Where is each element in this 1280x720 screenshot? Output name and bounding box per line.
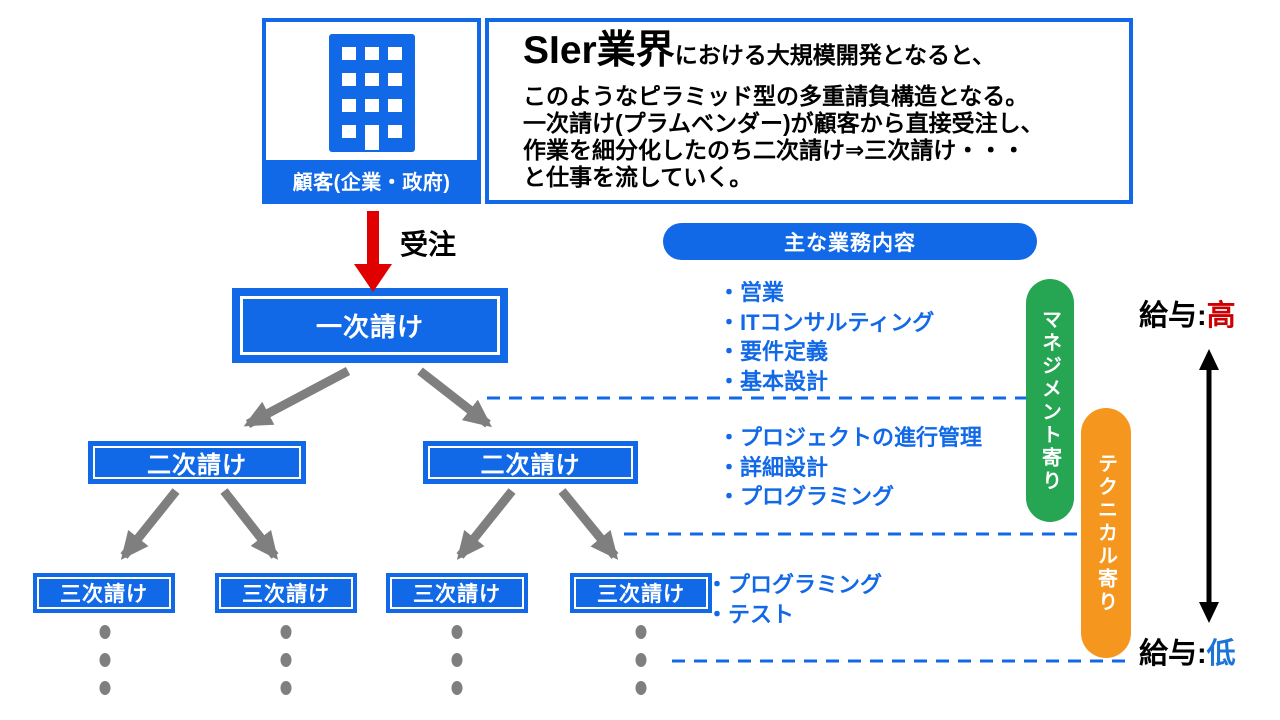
tier3-box-4: 三次請け	[570, 573, 712, 613]
task-item: ・基本設計	[718, 368, 829, 394]
task-item: ・プログラミング	[718, 484, 895, 509]
tier3-label-2: 三次請け	[219, 577, 353, 609]
tree-arrow	[456, 488, 516, 560]
task-item: ・詳細設計	[718, 454, 829, 480]
task-group-tier3: ・プログラミング ・テスト	[706, 570, 882, 629]
task-item: ・営業	[718, 280, 785, 305]
tree-arrow	[558, 488, 619, 560]
salary-high-label: 給与:高	[1139, 292, 1236, 334]
description-headline-suffix: における大規模開発となると、	[674, 42, 996, 68]
description-line-3: 一次請け(プラムベンダー)が顧客から直接受注し、	[523, 110, 1044, 136]
tree-arrow	[120, 488, 180, 560]
task-item: ・要件定義	[718, 339, 829, 364]
building-icon	[266, 34, 477, 152]
salary-high-prefix: 給与:	[1139, 300, 1207, 332]
tree-arrow	[417, 367, 492, 428]
description-line-4: 作業を細分化したのち二次請け⇒三次請け・・・	[523, 137, 1026, 163]
tasks-header-pill: 主な業務内容	[663, 223, 1037, 260]
tier3-box-1: 三次請け	[33, 573, 175, 613]
tier2-box-1: 二次請け	[88, 441, 306, 484]
order-label: 受注	[400, 229, 457, 260]
tier3-label-4: 三次請け	[574, 577, 708, 609]
description-line-2: このようなピラミッド型の多重請負構造となる。	[523, 83, 1029, 109]
task-item: ・テスト	[706, 601, 795, 627]
task-item: ・プログラミング	[706, 572, 883, 597]
tier1-box: 一次請け	[232, 288, 508, 363]
description-box: SIer業界における大規模開発となると、 このようなピラミッド型の多重請負構造と…	[485, 18, 1133, 204]
tree-arrow	[243, 367, 351, 428]
salary-low-label: 給与:低	[1139, 630, 1236, 672]
tier2-label-1: 二次請け	[93, 446, 301, 479]
customer-box: 顧客(企業・政府)	[262, 18, 481, 204]
ellipsis-dots	[99, 625, 647, 695]
salary-low-prefix: 給与:	[1139, 638, 1207, 670]
salary-high-value: 高	[1206, 300, 1236, 332]
tier2-box-2: 二次請け	[423, 441, 638, 484]
tier3-label-3: 三次請け	[390, 577, 524, 609]
task-item: ・プロジェクトの進行管理	[718, 425, 983, 450]
tree-arrow	[220, 488, 279, 560]
description-line-5: と仕事を流していく。	[523, 164, 753, 190]
order-arrow	[354, 211, 392, 292]
customer-label: 顧客(企業・政府)	[266, 160, 477, 200]
task-group-tier2: ・プロジェクトの進行管理 ・詳細設計 ・プログラミング	[718, 423, 982, 512]
task-group-tier1: ・営業 ・ITコンサルティング ・要件定義 ・基本設計	[718, 278, 934, 396]
tier3-label-1: 三次請け	[37, 577, 171, 609]
tier3-box-2: 三次請け	[215, 573, 357, 613]
technical-pill: テクニカル寄り	[1081, 408, 1131, 658]
tier2-label-2: 二次請け	[428, 446, 633, 479]
description-line-1: SIer業界における大規模開発となると、	[523, 27, 1121, 83]
description-headline: SIer業界	[523, 29, 675, 72]
tier3-box-3: 三次請け	[386, 573, 528, 613]
tier1-label: 一次請け	[240, 296, 500, 355]
task-item: ・ITコンサルティング	[718, 309, 935, 335]
management-pill: マネジメント寄り	[1026, 279, 1074, 522]
salary-low-value: 低	[1206, 638, 1236, 670]
